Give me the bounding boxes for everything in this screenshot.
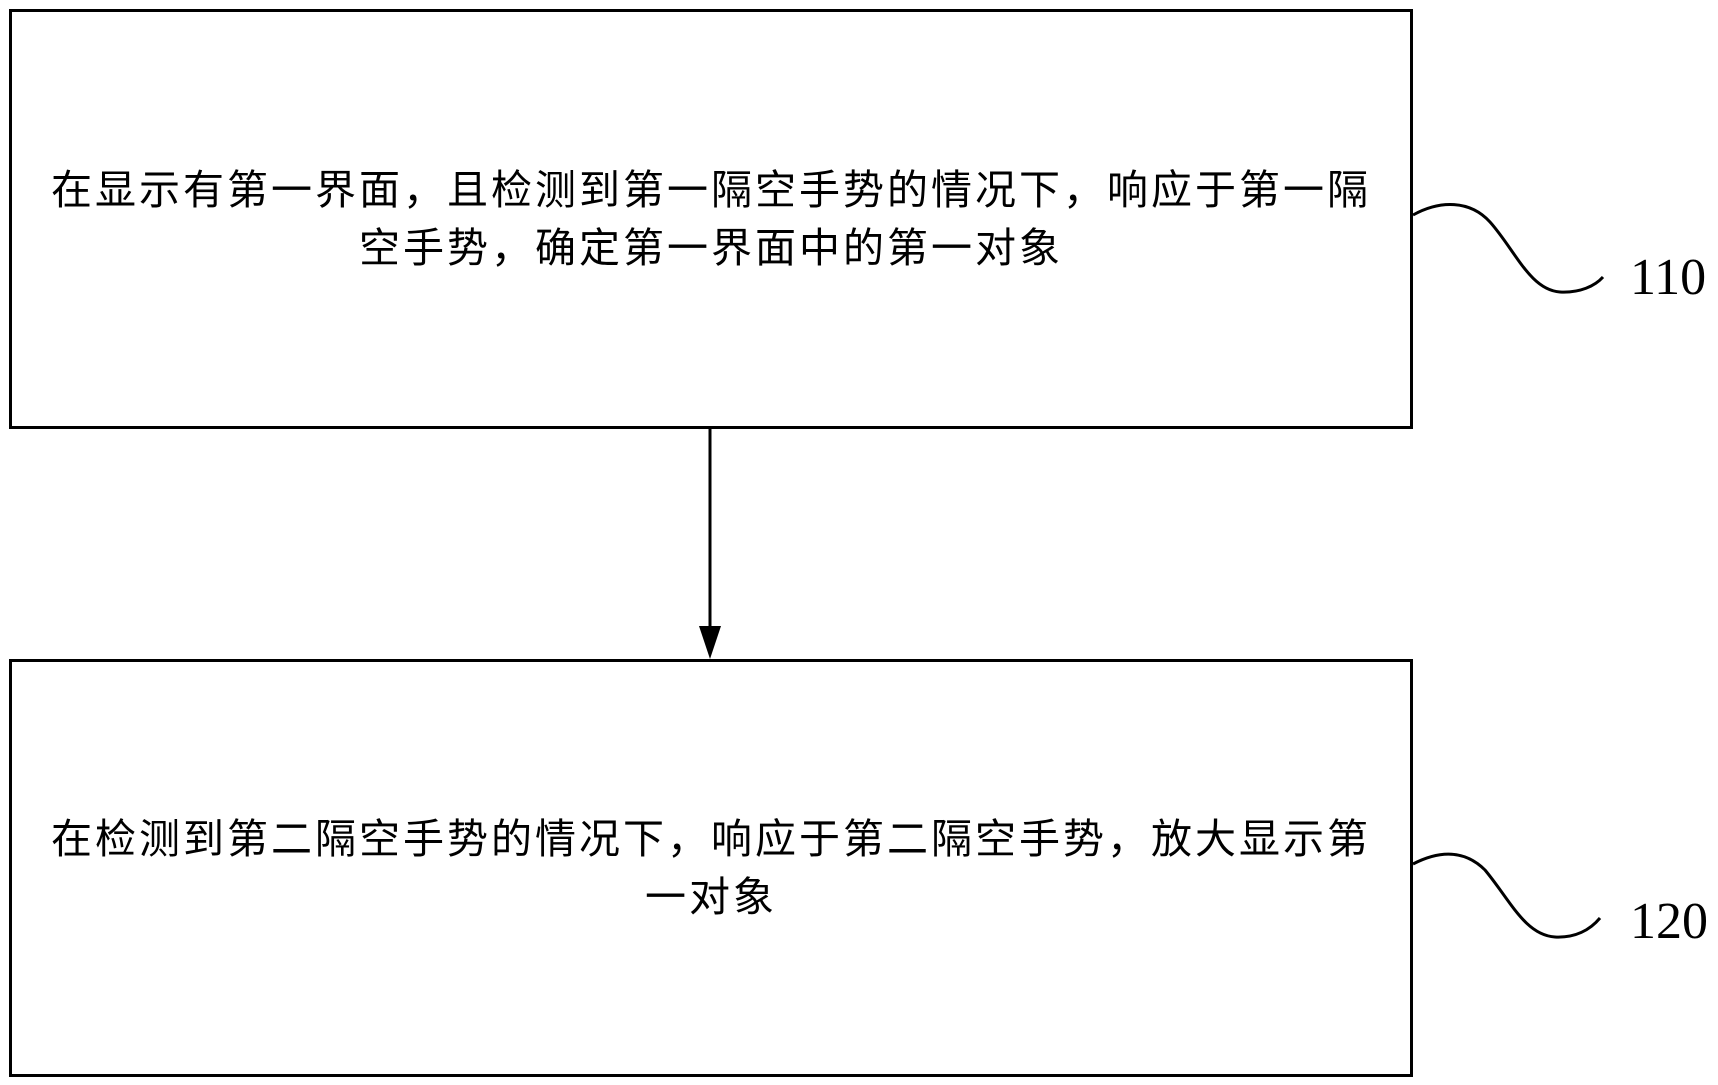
step-120-ref-label: 120 [1630, 893, 1708, 950]
step-120-box: 在检测到第二隔空手势的情况下，响应于第二隔空手势，放大显示第一对象 [9, 659, 1413, 1077]
leader-line-120-icon [1412, 852, 1602, 939]
flow-arrow-icon [699, 429, 721, 659]
leader-line-110-icon [1412, 203, 1605, 294]
step-110-box: 在显示有第一界面，且检测到第一隔空手势的情况下，响应于第一隔空手势，确定第一界面… [9, 9, 1413, 429]
step-110-ref-label: 110 [1630, 249, 1707, 306]
step-120-text: 在检测到第二隔空手势的情况下，响应于第二隔空手势，放大显示第一对象 [51, 815, 1371, 921]
step-110-text: 在显示有第一界面，且检测到第一隔空手势的情况下，响应于第一隔空手势，确定第一界面… [51, 166, 1371, 272]
